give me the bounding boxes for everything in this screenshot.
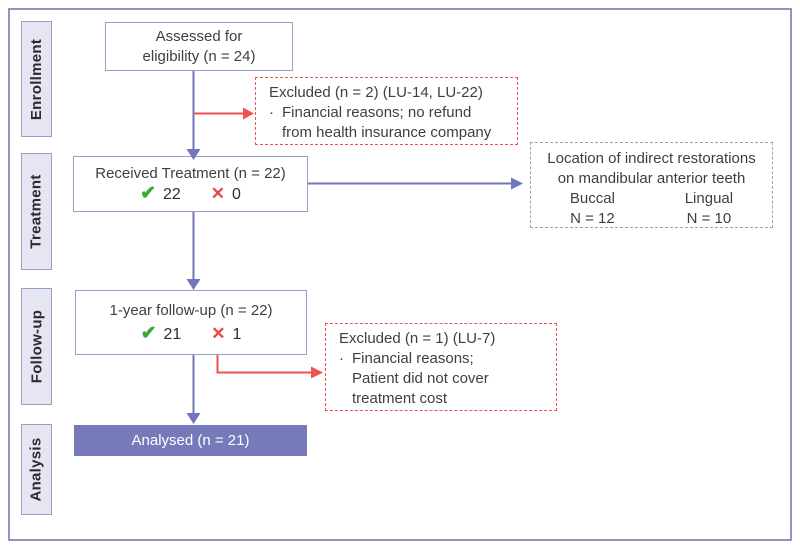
followup-fail-count: 1 xyxy=(232,325,242,343)
phase-label-followup: Follow-up xyxy=(21,288,52,405)
received-success-count: 22 xyxy=(162,185,181,203)
location-column-buccal: Buccal N = 12 xyxy=(570,189,615,229)
check-icon: ✔ xyxy=(140,182,156,204)
excluded-enrollment-reason-line1: Financial reasons; no refund xyxy=(282,104,472,121)
buccal-label: Buccal xyxy=(569,190,615,207)
location-title-line1: Location of indirect restorations xyxy=(547,150,756,167)
phase-label-treatment: Treatment xyxy=(21,153,52,270)
lingual-label: Lingual xyxy=(684,190,734,207)
excluded-enrollment-reason-line2: from health insurance company xyxy=(282,124,492,141)
excluded-enrollment-reason: · Financial reasons; no refund xyxy=(269,103,509,123)
analysed-box: Analysed (n = 21) xyxy=(74,425,307,456)
received-outcome-row: ✔ 22 ✕ 0 xyxy=(140,182,241,205)
followup-title: 1-year follow-up (n = 22) xyxy=(109,301,273,319)
followup-success-count: 21 xyxy=(163,325,182,343)
excluded-followup-box: Excluded (n = 1) (LU-7) · Financial reas… xyxy=(325,323,557,411)
received-treatment-title: Received Treatment (n = 22) xyxy=(95,164,286,182)
phase-label-analysis: Analysis xyxy=(21,424,52,515)
assessed-eligibility-box: Assessed for eligibility (n = 24) xyxy=(105,22,293,71)
phase-label-followup-text: Follow-up xyxy=(28,309,46,384)
location-note-box: Location of indirect restorations on man… xyxy=(530,142,773,228)
phase-label-treatment-text: Treatment xyxy=(28,174,46,249)
excluded-enrollment-title: Excluded (n = 2) (LU-14, LU-22) xyxy=(269,84,483,101)
followup-outcome-row: ✔ 21 ✕ 1 xyxy=(140,322,242,345)
location-column-lingual: Lingual N = 10 xyxy=(685,189,733,229)
phase-label-enrollment-text: Enrollment xyxy=(28,38,45,120)
excluded-followup-title: Excluded (n = 1) (LU-7) xyxy=(339,330,496,347)
cross-icon: ✕ xyxy=(211,323,226,343)
bullet-icon: · xyxy=(339,350,344,367)
analysed-label: Analysed (n = 21) xyxy=(131,431,250,449)
excluded-followup-reason: · Financial reasons; xyxy=(339,349,548,369)
received-treatment-box: Received Treatment (n = 22) ✔ 22 ✕ 0 xyxy=(73,156,308,212)
received-fail-count: 0 xyxy=(232,185,241,203)
followup-box: 1-year follow-up (n = 22) ✔ 21 ✕ 1 xyxy=(75,290,307,355)
excluded-enrollment-box: Excluded (n = 2) (LU-14, LU-22) · Financ… xyxy=(255,77,518,145)
cross-icon: ✕ xyxy=(210,183,226,203)
diagram-border xyxy=(8,8,792,541)
location-columns: Buccal N = 12 Lingual N = 10 xyxy=(535,189,768,229)
location-title-line2: on mandibular anterior teeth xyxy=(557,170,746,187)
bullet-icon: · xyxy=(269,104,274,121)
lingual-count: N = 10 xyxy=(686,210,732,227)
check-icon: ✔ xyxy=(140,322,157,344)
assessed-line2: eligibility (n = 24) xyxy=(142,47,256,65)
excluded-followup-reason-line3: treatment cost xyxy=(352,390,448,407)
phase-label-enrollment: Enrollment xyxy=(21,21,52,137)
buccal-count: N = 12 xyxy=(570,210,615,227)
excluded-followup-reason-line1: Financial reasons; xyxy=(352,350,474,367)
excluded-followup-reason-line2: Patient did not cover xyxy=(352,370,489,387)
assessed-line1: Assessed for xyxy=(155,27,243,45)
phase-label-analysis-text: Analysis xyxy=(28,437,46,502)
